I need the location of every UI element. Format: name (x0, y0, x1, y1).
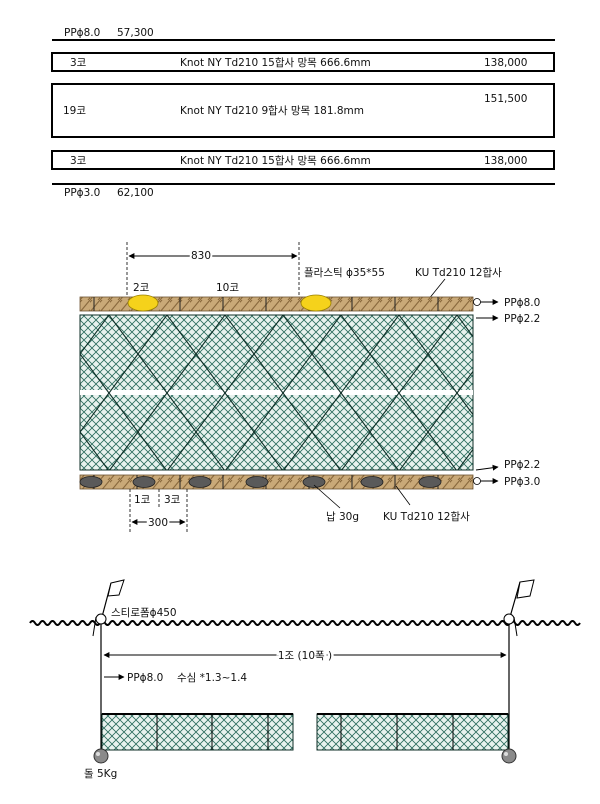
bottom-twine-leader (395, 485, 411, 506)
top-twine-label: KU Td210 12합사 (415, 267, 502, 279)
anchor-label: 돌 5Kg (84, 768, 117, 780)
mesh-between-label: 10코 (216, 282, 239, 294)
sinker (360, 476, 384, 488)
right-buoy (503, 613, 515, 625)
right-buoy-tail (513, 616, 518, 637)
sinker-label: 납 30g (326, 511, 359, 523)
mesh-diamond (109, 431, 167, 470)
float-spec-label: 플라스틱 ϕ35*55 (304, 267, 385, 279)
left-anchor-stone (93, 748, 109, 764)
mesh-diamond (457, 448, 473, 470)
mesh-diamond (0, 276, 51, 354)
net-panel-diagram: 830 2코 10코 플라스틱 ϕ35*55 KU Td210 12합사 PPϕ… (0, 242, 540, 532)
float-units-label: 2코 (133, 282, 150, 294)
head-rope-end (473, 298, 481, 306)
net-section-right (316, 713, 509, 751)
right-flag-icon (516, 579, 535, 599)
left-flag-icon (107, 579, 125, 597)
set-length-label: 1조 (10폭 ) (278, 650, 332, 662)
row-2-spec: Knot NY Td210 9합사 망목 181.8mm (180, 105, 364, 117)
mesh-diamond (225, 431, 283, 470)
mesh-diamond (456, 370, 473, 416)
left-buoy (95, 613, 107, 625)
float-2 (300, 294, 332, 312)
net-section-left (101, 713, 294, 751)
sinker (188, 476, 212, 488)
sinker (245, 476, 269, 488)
sinker (418, 476, 442, 488)
gear-set-diagram: 스티로폼ϕ450 1조 (10폭 ) PPϕ8.0 수심 *1.3~1.4 돌 … (29, 579, 581, 780)
sinker-leader (313, 484, 341, 509)
sinker (132, 476, 156, 488)
row-2-price: 151,500 (484, 93, 527, 105)
row-1-price: 138,000 (484, 57, 527, 69)
row-2-count: 19코 (63, 105, 86, 117)
sinker-units-b: 3코 (164, 494, 181, 506)
row-1-spec: Knot NY Td210 15합사 망목 666.6mm (180, 57, 371, 69)
line-label: PPϕ8.0 (127, 672, 163, 684)
float-1 (127, 294, 159, 312)
right-anchor-highlight (504, 752, 508, 756)
top-twine-leader (427, 278, 446, 301)
mesh-diamond (399, 431, 457, 470)
foot-inner-label: PPϕ2.2 (504, 459, 540, 471)
row-box-1 (51, 52, 555, 72)
dim-300-label: 300 (148, 517, 168, 529)
head-inner-label: PPϕ2.2 (504, 313, 540, 325)
mesh-diamond (0, 354, 51, 432)
bottom-rope-value: 62,100 (117, 187, 154, 199)
top-rope-value: 57,300 (117, 27, 154, 39)
head-rope (79, 296, 474, 312)
mesh-diamond (80, 353, 110, 433)
row-3-spec: Knot NY Td210 15합사 망목 666.6mm (180, 155, 371, 167)
net-large-mesh (0, 276, 473, 510)
sinker-units-a: 1코 (134, 494, 151, 506)
mesh-diamond (0, 432, 51, 510)
mesh-diamond (80, 431, 109, 470)
row-3-count: 3코 (70, 155, 87, 167)
bottom-twine-label: KU Td210 12합사 (383, 511, 470, 523)
row-box-2 (51, 83, 555, 138)
row-1-count: 3코 (70, 57, 87, 69)
foot-rope-label: PPϕ3.0 (504, 476, 540, 488)
sinker (79, 476, 103, 488)
net-seam (80, 390, 473, 395)
left-anchor-highlight (96, 752, 100, 756)
spec-table: PPϕ8.0 57,300 3코 Knot NY Td210 15합사 망목 6… (51, 27, 555, 199)
bottom-rope-label: PPϕ3.0 (64, 187, 100, 199)
mesh-diamond (341, 431, 399, 470)
sea-surface (29, 620, 581, 626)
left-buoy-tail (92, 616, 97, 637)
net-panel-dividers (156, 714, 454, 750)
foot-inner-arrow (475, 464, 499, 471)
mesh-diamond (167, 431, 225, 470)
head-rope-label: PPϕ8.0 (504, 297, 540, 309)
top-rope-label: PPϕ8.0 (64, 27, 100, 39)
foot-rope-end (473, 477, 481, 485)
buoy-label: 스티로폼ϕ450 (111, 607, 177, 619)
depth-label: 수심 *1.3~1.4 (177, 672, 247, 684)
right-flag-pole (509, 581, 521, 618)
row-box-3 (51, 150, 555, 170)
dim-830-label: 830 (191, 250, 211, 262)
row-3-price: 138,000 (484, 155, 527, 167)
right-anchor-stone (501, 748, 517, 764)
sinkers (79, 476, 442, 488)
sinker (302, 476, 326, 488)
mesh-diamond (283, 431, 341, 470)
